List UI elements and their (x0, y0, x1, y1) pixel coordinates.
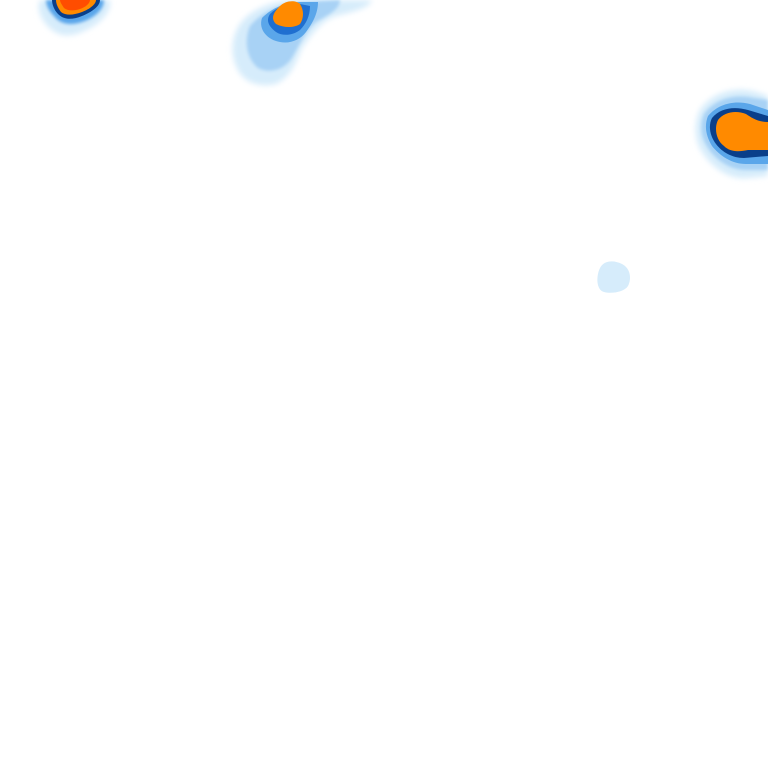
cell-top-center (232, 0, 372, 86)
cell-top-left (38, 0, 111, 36)
cell-right-edge (695, 89, 768, 179)
cell-small-faint (597, 261, 630, 293)
